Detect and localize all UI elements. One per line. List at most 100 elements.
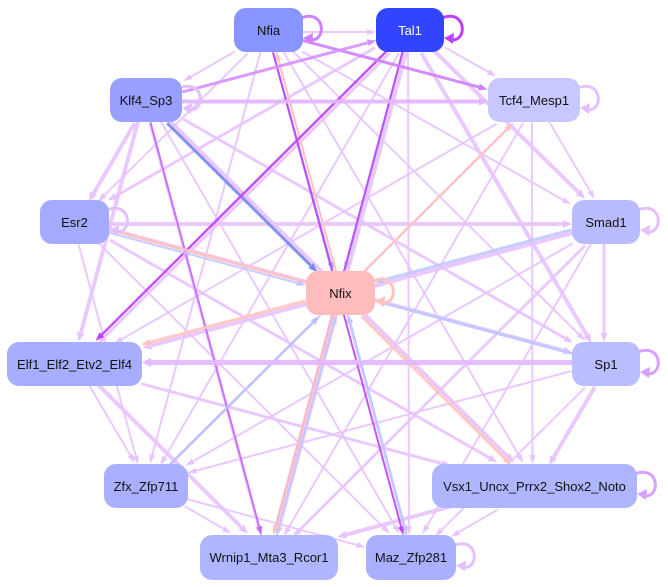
node-label: Vsx1_Uncx_Prrx2_Shox2_Noto	[443, 478, 626, 494]
edge-background	[432, 49, 585, 199]
node-sp1[interactable]: Sp1	[572, 342, 640, 386]
edge-line	[277, 60, 337, 271]
edge-arrowhead	[256, 525, 263, 536]
edge-background	[549, 386, 597, 466]
edge-arrowhead	[478, 83, 488, 91]
edge-arrowhead	[422, 524, 430, 534]
edge	[108, 231, 306, 286]
node-smad1[interactable]: Smad1	[572, 200, 640, 244]
edge-arrowhead	[283, 526, 291, 537]
edge-arrowhead	[398, 525, 405, 536]
edge-arrowhead	[127, 453, 135, 463]
edge-line	[108, 231, 298, 284]
edge-arrowhead	[563, 335, 573, 343]
self-loop-edge	[634, 470, 657, 498]
edge	[168, 316, 320, 466]
node-label: Elf1_Elf2_Etv2_Elf4	[17, 356, 132, 372]
edge-background	[303, 29, 376, 35]
edge-arrowhead	[89, 191, 98, 202]
node-label: Tal1	[398, 22, 422, 38]
edge-arrowhead	[182, 74, 193, 82]
edge-line	[96, 383, 243, 529]
node-label: Esr2	[61, 214, 88, 230]
edge-arrowhead	[346, 314, 354, 325]
self-loop-edge	[453, 542, 476, 569]
self-loop-arrowhead	[640, 367, 650, 378]
self-loop-arrowhead	[456, 560, 466, 572]
edge-arrowhead	[310, 316, 320, 325]
edge-background	[113, 122, 498, 344]
node-label: Zfx_Zfp711	[113, 478, 179, 494]
self-loop-edge	[300, 14, 323, 42]
self-loop-arrowhead	[375, 296, 385, 307]
edge-arrowhead	[367, 29, 376, 35]
self-loop-edge	[441, 14, 464, 42]
edge-arrowhead	[450, 529, 461, 537]
node-label: Tcf4_Mesp1	[498, 92, 570, 108]
edge-background	[337, 504, 453, 539]
self-loop-edge	[106, 206, 129, 234]
node-wrnip1-mta3-rcor1[interactable]: Wrnip1_Mta3_Rcor1	[200, 535, 338, 580]
edge-arrowhead	[222, 526, 232, 534]
edge-background	[88, 384, 135, 463]
edge-arrowhead	[576, 332, 586, 341]
node-label: Klf4_Sp3	[119, 92, 173, 108]
edge	[182, 97, 488, 106]
edge-line	[360, 314, 507, 460]
edge-background	[98, 52, 249, 202]
edge-background	[444, 46, 497, 77]
edge	[275, 315, 337, 536]
node-label: Maz_Zfp281	[374, 550, 448, 565]
edge-background	[301, 50, 572, 205]
edge-background	[450, 508, 499, 537]
node-maz-zfp281[interactable]: Maz_Zfp281	[366, 535, 456, 580]
edge-background	[96, 383, 248, 534]
edge-line	[159, 120, 397, 527]
edge-line	[149, 299, 306, 344]
edge-arrowhead	[487, 454, 498, 463]
edge-arrowhead	[549, 455, 558, 466]
edge-background	[187, 370, 572, 474]
edge	[362, 123, 514, 273]
edge-arrowhead	[356, 542, 366, 548]
node-tal1[interactable]: Tal1	[376, 8, 444, 52]
edge-background	[283, 122, 524, 537]
edge-line	[301, 50, 564, 201]
edge-arrowhead	[330, 315, 337, 325]
edge-arrowhead	[587, 189, 595, 199]
self-loop-arrowhead	[580, 103, 590, 114]
edge-arrowhead	[160, 455, 168, 466]
edge	[166, 122, 318, 273]
node-nfix[interactable]: Nfix	[306, 271, 375, 315]
self-loop-arrowhead	[444, 33, 454, 44]
edge-line	[274, 314, 335, 527]
node-zfx-zfp711[interactable]: Zfx_Zfp711	[104, 464, 188, 508]
edge-line	[302, 39, 480, 89]
node-nfia[interactable]: Nfia	[234, 8, 303, 52]
edge-line	[444, 46, 489, 73]
edge-line	[109, 238, 491, 460]
edge-arrowhead	[561, 197, 572, 205]
edge-arrowhead	[308, 263, 318, 273]
edge-arrowhead	[142, 358, 151, 367]
edge-line	[458, 508, 499, 534]
edge-line	[164, 52, 400, 458]
node-tcf4-mesp1[interactable]: Tcf4_Mesp1	[488, 78, 580, 122]
edge-background	[185, 242, 574, 466]
edge-arrowhead	[504, 123, 514, 132]
node-esr2[interactable]: Esr2	[40, 200, 109, 244]
node-vsx1-uncx-prrx2-shox2-noto[interactable]: Vsx1_Uncx_Prrx2_Shox2_Noto	[432, 464, 637, 508]
edge-line	[103, 52, 249, 196]
edge-line	[348, 322, 408, 535]
node-elf1-elf2-etv2-elf4[interactable]: Elf1_Elf2_Etv2_Elf4	[7, 342, 142, 386]
edge	[346, 314, 408, 535]
edge-line	[407, 52, 410, 527]
self-loop-arrowhead	[303, 33, 313, 44]
node-klf4-sp3[interactable]: Klf4_Sp3	[110, 78, 182, 122]
edge-line	[298, 244, 587, 532]
edge-line	[168, 321, 314, 466]
edge-arrowhead	[479, 97, 488, 106]
edge-line	[382, 228, 573, 282]
